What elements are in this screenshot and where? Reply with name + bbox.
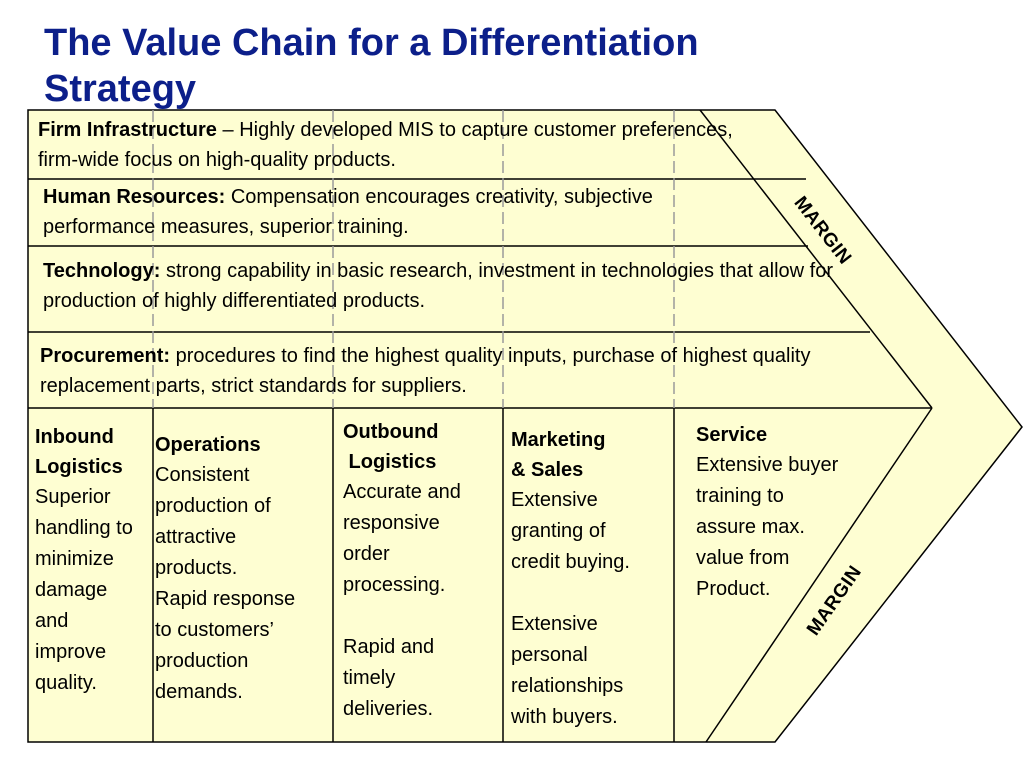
primary-body-line: Extensive buyer (696, 454, 839, 476)
primary-body-line: training to (696, 485, 784, 507)
primary-body-line: production of (155, 495, 271, 517)
primary-body-line: Product. (696, 578, 771, 600)
support-description: procedures to find the highest quality i… (40, 345, 811, 397)
support-description: Highly developed MIS to capture customer… (38, 119, 733, 171)
primary-body-line: Rapid and (343, 636, 435, 658)
page-title: The Value Chain for a Differentiation St… (44, 22, 699, 110)
primary-body-line: deliveries. (343, 698, 434, 720)
primary-body-line: Accurate and (343, 481, 461, 503)
primary-body-line: personal (511, 644, 588, 666)
primary-body-line (343, 601, 503, 632)
support-label: Procurement: (40, 345, 171, 367)
primary-body-line: damage (35, 579, 108, 601)
support-label: Human Resources: (43, 186, 226, 208)
support-label: Technology: (43, 260, 161, 282)
primary-body-line: to customers’ (155, 619, 274, 641)
primary-body-line: credit buying. (511, 551, 630, 573)
primary-body-line: relationships (511, 675, 624, 697)
margin-boundary-lower (705, 407, 933, 743)
support-human-resources: Human Resources: Compensation encourages… (43, 182, 733, 242)
primary-body-line: Rapid response (155, 588, 296, 610)
primary-body-line: assure max. (696, 516, 805, 538)
primary-body-line: improve (35, 641, 107, 663)
primary-body-line: minimize (35, 548, 114, 570)
primary-heading-line: Service (696, 424, 768, 446)
primary-body-line: responsive (343, 512, 440, 534)
primary-body-line: Superior (35, 486, 111, 508)
support-technology: Technology: strong capability in basic r… (43, 256, 853, 316)
primary-body-line: Extensive (511, 613, 598, 635)
primary-body-line: timely (343, 667, 396, 689)
primary-body-line: with buyers. (511, 706, 618, 728)
primary-body-line: value from (696, 547, 790, 569)
support-description: Compensation encourages creativity, subj… (43, 186, 653, 238)
support-label: Firm Infrastructure (38, 119, 217, 141)
primary-body-line: products. (155, 557, 238, 579)
primary-body-line: Extensive (511, 489, 598, 511)
primary-heading-line: Outbound (343, 421, 439, 443)
primary-body-line: quality. (35, 672, 97, 694)
primary-heading-line: Logistics (35, 456, 123, 478)
primary-body-line: handling to (35, 517, 133, 539)
support-procurement: Procurement: procedures to find the high… (40, 341, 890, 401)
primary-body-line: processing. (343, 574, 446, 596)
primary-heading-line: Inbound (35, 426, 114, 448)
primary-body-line: production (155, 650, 249, 672)
primary-heading-line: Logistics (343, 451, 437, 473)
primary-body-line (511, 578, 671, 609)
primary-body-line: Consistent (155, 464, 250, 486)
primary-heading-line: Operations (155, 434, 261, 456)
margin-boundary-upper (699, 109, 933, 409)
primary-heading-line: Marketing (511, 429, 606, 451)
primary-body-line: order (343, 543, 390, 565)
primary-heading-line: & Sales (511, 459, 584, 481)
support-firm-infrastructure: Firm Infrastructure – Highly developed M… (38, 119, 733, 171)
primary-body-line: and (35, 610, 69, 632)
primary-body-line: demands. (155, 681, 243, 703)
primary-body-line: granting of (511, 520, 606, 542)
support-description: strong capability in basic research, inv… (43, 260, 833, 312)
primary-body-line: attractive (155, 526, 237, 548)
value-chain-shape (27, 109, 1023, 743)
